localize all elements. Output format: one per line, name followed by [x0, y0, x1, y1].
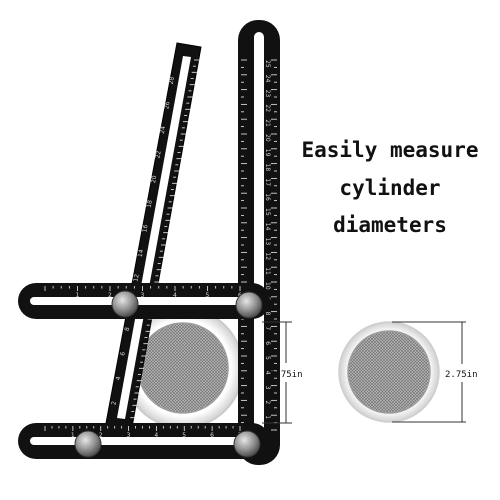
cylinder-right: [338, 321, 440, 423]
topTicks-number: 3: [141, 292, 145, 299]
long-arm-number: 6: [264, 341, 271, 345]
rivet-bottom-right: [233, 430, 261, 458]
rivet-top-right: [235, 291, 263, 319]
long-arm-number: 25: [264, 60, 271, 68]
dimension-line-left: 2.75in: [262, 321, 303, 424]
long-arm-number: 16: [264, 193, 271, 201]
long-arm-number: 20: [264, 134, 271, 142]
diagonal-arm-number: 20: [150, 175, 158, 184]
cylinder-left: [122, 307, 244, 429]
long-arm-number: 2: [264, 400, 271, 404]
long-arm-number: 7: [264, 326, 271, 330]
diagonal-arm-number: 18: [146, 199, 154, 208]
long-arm-number: 1: [264, 415, 271, 419]
long-arm-number: 23: [264, 90, 271, 98]
long-arm-number: 24: [264, 75, 271, 83]
long-arm-number: 3: [264, 386, 271, 390]
long-arm-number: 19: [264, 149, 271, 157]
diagonal-arm-number: 16: [141, 224, 149, 233]
diagonal-arm-number: 4: [115, 376, 123, 381]
topTicks-number: 4: [173, 292, 177, 299]
headline-line-1: Easily measure: [301, 138, 479, 162]
long-arm-number: 21: [264, 119, 271, 127]
long-arm-number: 11: [264, 267, 271, 275]
diagonal-arm-number: 12: [132, 273, 140, 282]
long-arm-number: 8: [264, 312, 271, 316]
long-arm: 1234567891011121314151617181920212223242…: [238, 20, 280, 465]
diagonal-arm-number: 22: [154, 150, 162, 159]
long-arm-number: 15: [264, 208, 271, 216]
bottomTicks-number: 3: [127, 432, 131, 439]
long-arm-number: 22: [264, 104, 271, 112]
long-arm-number: 10: [264, 282, 271, 290]
diagonal-arm-number: 26: [163, 101, 171, 110]
long-arm-number: 12: [264, 252, 271, 260]
long-arm-number: 13: [264, 238, 271, 246]
topTicks-number: 2: [108, 292, 112, 299]
bottomTicks-number: 6: [210, 432, 214, 439]
long-arm-number: 5: [264, 356, 271, 360]
diagonal-arm: 246810121416182022242628: [103, 42, 202, 439]
dimension-label-left: 2.75in: [270, 370, 303, 380]
diagonal-arm-number: 14: [137, 249, 145, 258]
dimension-label-right: 2.75in: [445, 370, 478, 380]
topTicks-number: 5: [206, 292, 210, 299]
bottomTicks-number: 5: [182, 432, 186, 439]
topTicks-number: 1: [76, 292, 80, 299]
bottomTicks-number: 4: [154, 432, 158, 439]
long-arm-number: 4: [264, 371, 271, 375]
headline-line-3: diameters: [333, 213, 447, 237]
diagonal-arm-number: 2: [110, 401, 118, 406]
diagonal-arm-number: 6: [119, 351, 127, 356]
diagonal-arm-number: 24: [159, 125, 167, 134]
long-arm-number: 17: [264, 178, 271, 186]
bottomTicks-number: 2: [99, 432, 103, 439]
headline-line-2: cylinder: [339, 176, 441, 200]
diagonal-arm-number: 8: [124, 327, 132, 332]
dimension-line-right: 2.75in: [392, 321, 478, 423]
bottomTicks-number: 1: [71, 432, 75, 439]
rivet-bottom-left: [74, 430, 102, 458]
long-arm-number: 18: [264, 164, 271, 172]
rivet-top-left: [111, 290, 139, 318]
long-arm-number: 14: [264, 223, 271, 231]
diagonal-arm-number: 28: [168, 76, 176, 85]
